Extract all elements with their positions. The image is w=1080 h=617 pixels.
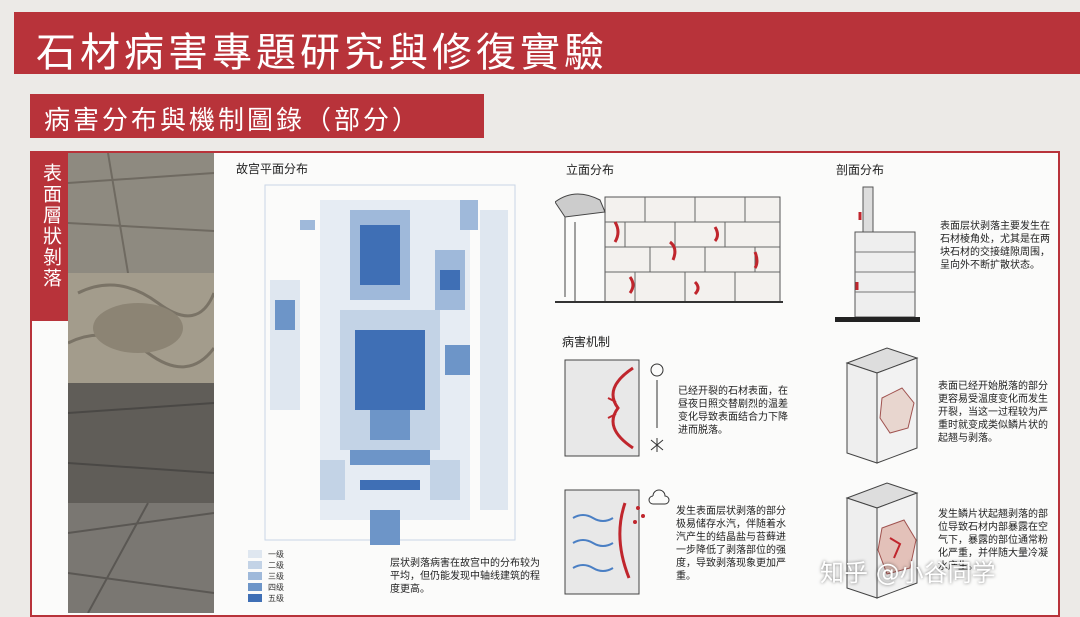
palace-plan-map [264, 184, 516, 545]
side-label: 表面層狀剝落 [30, 151, 68, 321]
legend: 一级 二级 三级 四级 五级 [248, 549, 284, 604]
mechanism-title: 病害机制 [562, 335, 611, 349]
plan-title: 故宫平面分布 [236, 162, 309, 176]
mechanism-diagram-2 [564, 489, 670, 595]
subtitle-banner: 病害分布與機制圖錄（部分） [30, 94, 484, 138]
mechanism-text-4: 发生鳞片状起翘剥落的部位导致石材内部暴露在空气下，暴露的部位通常粉化严重，并伴随… [938, 509, 1048, 572]
stone-photo [68, 153, 214, 613]
mechanism-text-2: 发生表面层状剥落的部分极易储存水汽，伴随着水汽产生的结晶盐与苔藓进一步降低了剥落… [676, 506, 786, 582]
elevation-title: 立面分布 [566, 163, 615, 177]
mechanism-diagram-3 [845, 347, 919, 464]
section-drawing [835, 186, 920, 322]
legend-item: 五级 [248, 593, 284, 603]
legend-item: 三级 [248, 571, 284, 581]
elevation-drawing [555, 193, 783, 303]
legend-item: 二级 [248, 560, 284, 570]
mechanism-diagram-1 [564, 359, 664, 457]
mechanism-text-1: 已经开裂的石材表面，在昼夜日照交替剧烈的温差变化导致表面结合力下降进而脱落。 [678, 386, 788, 436]
section-note: 表面层状剥落主要发生在石材棱角处，尤其是在两块石材的交接缝隙周围，呈向外不断扩散… [940, 221, 1050, 271]
legend-item: 四级 [248, 582, 284, 592]
mechanism-text-3: 表面已经开始脱落的部分更容易受温度变化而发生开裂，当这一过程较为严重时就变成类似… [938, 381, 1048, 444]
mechanism-diagram-4 [845, 482, 919, 599]
side-label-text: 表面層狀剝落 [40, 163, 62, 289]
legend-item: 一级 [248, 549, 284, 559]
watermark: 知乎 @小谷同学 [820, 559, 996, 587]
page-title: 石材病害專題研究與修復實驗 [36, 30, 608, 76]
section-title: 剖面分布 [836, 163, 885, 177]
page-subtitle: 病害分布與機制圖錄（部分） [44, 106, 422, 136]
title-banner: 石材病害專題研究與修復實驗 [14, 12, 1080, 76]
plan-note: 层状剥落病害在故宫中的分布较为平均，但仍能发现中轴线建筑的程度更高。 [390, 558, 540, 595]
